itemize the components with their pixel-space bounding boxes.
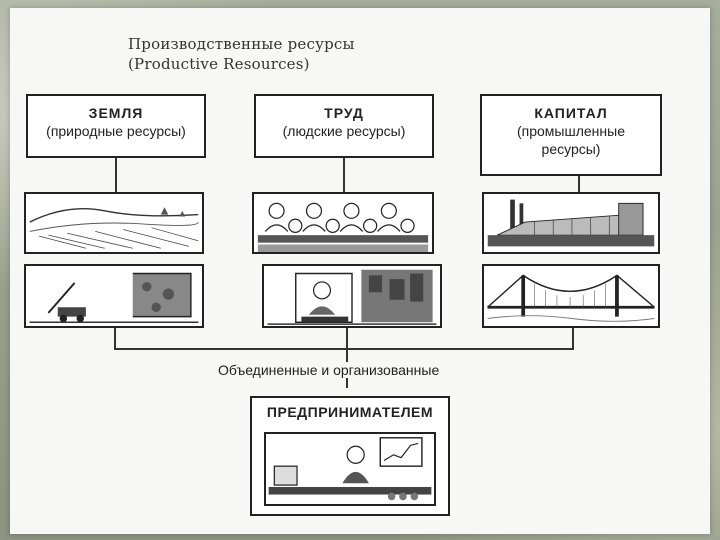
workers-assembly-line-illustration — [252, 192, 434, 254]
connector-line — [578, 176, 580, 192]
connector-line — [346, 328, 348, 350]
resource-description: (промышленные ресурсы) — [482, 122, 660, 158]
resource-name: КАПИТАЛ — [482, 104, 660, 122]
connector-line — [572, 328, 574, 350]
diagram-title: Производственные ресурсы (Productive Res… — [128, 34, 355, 74]
resource-box-labor: ТРУД (людские ресурсы) — [254, 94, 434, 158]
combined-label: Объединенные и организованные — [216, 362, 441, 378]
resource-box-capital: КАПИТАЛ (промышленные ресурсы) — [480, 94, 662, 176]
entrepreneur-box: ПРЕДПРИНИМАТЕЛЕМ — [250, 396, 450, 516]
resource-description: (людские ресурсы) — [256, 122, 432, 140]
bridge-illustration — [482, 264, 660, 328]
resource-description: (природные ресурсы) — [28, 122, 204, 140]
worker-machine-illustration — [262, 264, 442, 328]
title-line-russian: Производственные ресурсы — [128, 34, 355, 54]
land-field-illustration — [24, 192, 204, 254]
resource-name: ТРУД — [256, 104, 432, 122]
land-mining-illustration — [24, 264, 204, 328]
title-line-english: (Productive Resources) — [128, 54, 355, 74]
connector-line — [114, 328, 116, 350]
factory-illustration — [482, 192, 660, 254]
resource-box-land: ЗЕМЛЯ (природные ресурсы) — [26, 94, 206, 158]
entrepreneur-office-illustration — [264, 432, 436, 506]
connector-line — [343, 158, 345, 192]
entrepreneur-title: ПРЕДПРИНИМАТЕЛЕМ — [252, 404, 448, 420]
resource-name: ЗЕМЛЯ — [28, 104, 204, 122]
connector-line — [115, 158, 117, 192]
connector-horizontal — [114, 348, 574, 350]
diagram-sheet: Производственные ресурсы (Productive Res… — [10, 8, 710, 534]
